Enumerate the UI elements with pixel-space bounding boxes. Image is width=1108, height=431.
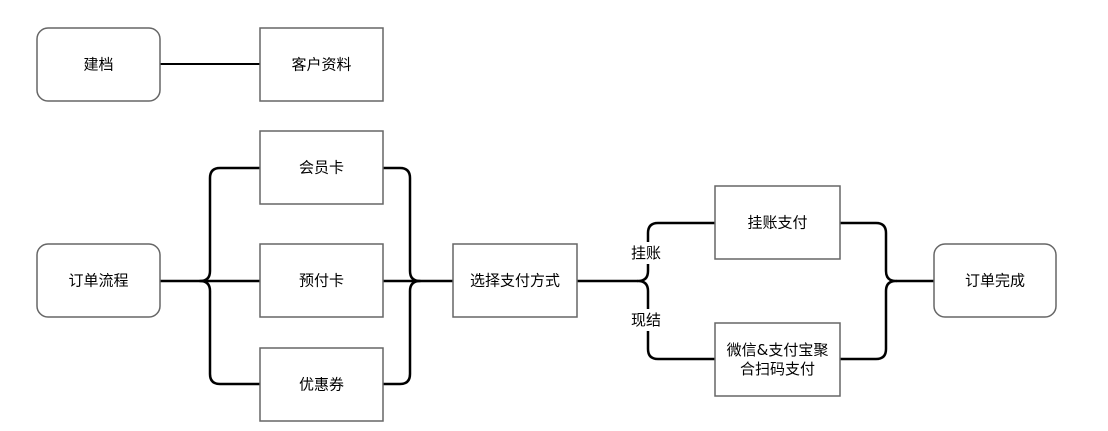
node-guazhang-zhifu-label: 挂账支付	[747, 214, 807, 232]
node-yufu-ka: 预付卡	[259, 243, 384, 318]
node-youhui-quan-label: 优惠券	[299, 376, 344, 394]
node-dingdan-wancheng: 订单完成	[933, 243, 1057, 318]
edge-label-xianjie: 现结	[631, 311, 661, 329]
node-jiandang: 建档	[36, 27, 161, 102]
node-xuanze-zhifu-fangshi-label: 选择支付方式	[470, 272, 560, 290]
node-weixin-zhifubao: 微信&支付宝聚 合扫码支付	[714, 322, 841, 397]
node-huiyuan-ka: 会员卡	[259, 130, 384, 205]
edge-split-payments	[636, 221, 715, 361]
node-guazhang-zhifu: 挂账支付	[714, 185, 841, 260]
node-weixin-zhifubao-label-line1: 微信&支付宝聚	[727, 341, 829, 359]
node-yufu-ka-label: 预付卡	[299, 272, 344, 290]
node-dingdan-liucheng-label: 订单流程	[68, 272, 128, 290]
node-kehu-ziliao-label: 客户资料	[291, 56, 351, 74]
edge-bracket-right-cards	[383, 166, 422, 386]
node-jiandang-label: 建档	[83, 56, 113, 74]
node-xuanze-zhifu-fangshi: 选择支付方式	[452, 243, 578, 318]
node-dingdan-wancheng-label: 订单完成	[965, 272, 1025, 290]
edge-label-guazhang: 挂账	[631, 244, 661, 262]
node-weixin-zhifubao-label-line2: 合扫码支付	[740, 360, 815, 378]
edge-merge-payments	[840, 221, 898, 361]
node-kehu-ziliao: 客户资料	[259, 27, 384, 102]
edge-bracket-left-cards	[198, 166, 260, 386]
node-huiyuan-ka-label: 会员卡	[299, 159, 344, 177]
node-youhui-quan: 优惠券	[259, 347, 384, 422]
node-dingdan-liucheng: 订单流程	[36, 243, 161, 318]
